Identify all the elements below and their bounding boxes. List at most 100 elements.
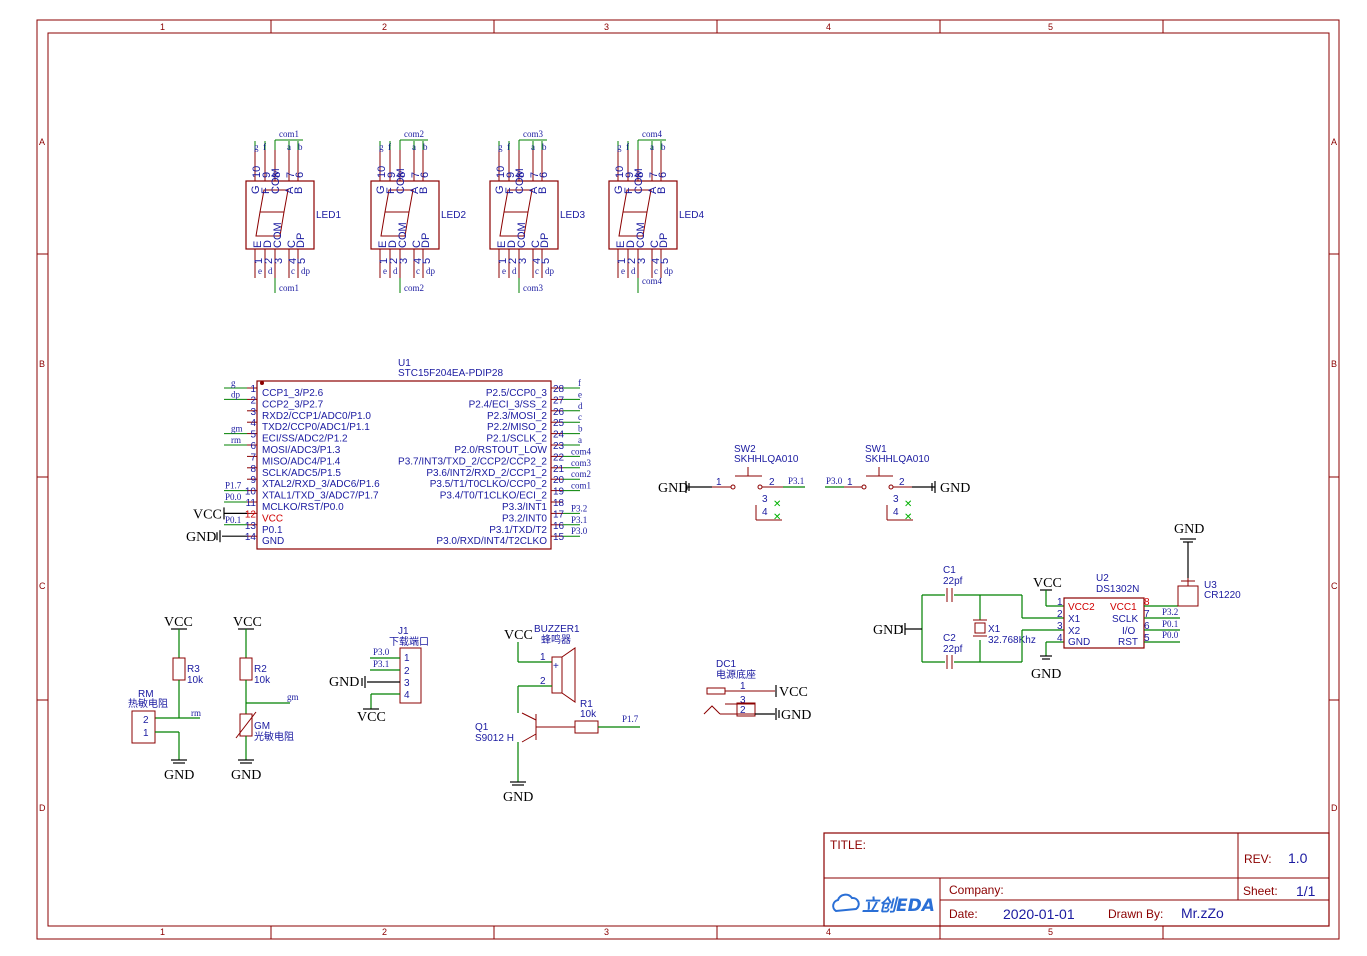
gm-value: 光敏电阻	[254, 730, 294, 743]
led-pin-number: 4	[287, 258, 299, 264]
cloud-icon	[832, 893, 860, 913]
led-pin-number: 4	[650, 258, 662, 264]
sw2-part: SKHHLQA010	[734, 454, 799, 465]
led-pin-number: 5	[659, 258, 671, 264]
mcu-pin-name: P2.3/MOSI_2	[487, 411, 547, 422]
row-label: B	[1331, 359, 1337, 369]
mcu-pin-name: P3.5/T1/T0CLKO/CCP0_2	[430, 479, 548, 490]
svg-text:RST: RST	[1118, 637, 1138, 648]
led-pin-name: F	[623, 187, 635, 194]
gm-net: gm	[287, 692, 299, 702]
svg-text:2: 2	[540, 676, 546, 687]
mcu-net: b	[578, 424, 583, 434]
vcc-label: VCC	[779, 685, 808, 700]
title-label: TITLE:	[830, 838, 866, 852]
led-pin-name: DP	[295, 233, 307, 248]
mcu-pin-name: P2.2/MISO_2	[487, 422, 547, 433]
led-net: dp	[301, 266, 311, 276]
gnd-label: GND	[940, 481, 970, 496]
led-pin-name: G	[494, 185, 506, 194]
mcu-pin-name: P3.2/INT0	[502, 513, 547, 524]
svg-text:2: 2	[899, 477, 905, 488]
gnd-label: GND	[658, 481, 688, 496]
mcu-pin-number: 6	[250, 441, 256, 452]
led-com-net: com4	[642, 129, 662, 139]
gnd-label: GND	[231, 768, 261, 783]
led-pin-number: 10	[614, 166, 626, 178]
dc-ref: DC1	[716, 659, 736, 670]
led-pin-name: COM	[395, 168, 407, 194]
svg-text:✕: ✕	[773, 512, 781, 523]
svg-text:GND: GND	[1068, 637, 1090, 648]
mcu-net: P3.0	[571, 526, 588, 536]
sw2-ref: SW2	[734, 444, 756, 455]
svg-text:3: 3	[1057, 621, 1063, 632]
led-net: f	[263, 142, 266, 152]
mcu-net: P3.1	[571, 515, 587, 525]
led-net: g	[498, 142, 503, 152]
q1-ref: Q1	[475, 722, 489, 733]
led-net: g	[254, 142, 259, 152]
c1-ref: C1	[943, 565, 956, 576]
mcu-pin-name: MISO/ADC4/P1.4	[262, 456, 341, 467]
mcu-pin-name: VCC	[262, 513, 283, 524]
vcc-label: VCC	[357, 710, 386, 725]
mcu-pin-number: 12	[245, 509, 257, 520]
svg-text:I/O: I/O	[1122, 626, 1136, 637]
led-pin-number: 8	[634, 172, 646, 178]
mcu-pin-name: P0.1	[262, 525, 283, 536]
vcc-label: VCC	[233, 615, 262, 630]
svg-text:VCC2: VCC2	[1068, 602, 1095, 613]
svg-text:3: 3	[762, 494, 768, 505]
x1-ref: X1	[988, 624, 1001, 635]
mcu-pin-name: ECI/SS/ADC2/P1.2	[262, 434, 348, 445]
mcu-pin-number: 28	[553, 384, 565, 395]
mcu-pin-name: GND	[262, 536, 284, 547]
led-pin-number: 5	[421, 258, 433, 264]
led-net: c	[535, 266, 539, 276]
drawn-by-value: Mr.zZo	[1181, 905, 1224, 921]
led-pin-name: B	[293, 187, 305, 194]
led-pin-name: COM	[397, 222, 409, 248]
date-value: 2020-01-01	[1003, 906, 1075, 922]
led-pin-name: A	[409, 186, 421, 194]
led-pin-name: F	[385, 187, 397, 194]
led-pin-name: D	[506, 240, 518, 248]
col-label: 1	[160, 22, 165, 32]
svg-text:2: 2	[143, 715, 149, 726]
mcu-pin-number: 8	[250, 464, 256, 475]
led-net: f	[388, 142, 391, 152]
led-com-net: com2	[404, 283, 424, 293]
u2-part: DS1302N	[1096, 584, 1139, 595]
mcu-pin-number: 4	[250, 418, 256, 429]
mcu-pin-number: 13	[245, 521, 257, 532]
sw1-part: SKHHLQA010	[865, 454, 930, 465]
switch-sw2: SW2 SKHHLQA010 GND 1 2 P3.1 34 ✕✕	[658, 444, 805, 523]
led-pin-number: 8	[515, 172, 527, 178]
led-pin-name: E	[377, 241, 389, 248]
led-net: a	[412, 142, 416, 152]
led-pin-name: DP	[420, 233, 432, 248]
download-port-j1: J1 下载端口 1 2 3 4 P3.0 P3.1 GND VCC	[329, 626, 429, 725]
rtc-net: P0.0	[1162, 630, 1179, 640]
led-pin-name: D	[262, 240, 274, 248]
led-pin-name: D	[625, 240, 637, 248]
mcu-pin-number: 25	[553, 418, 565, 429]
mcu-net: gm	[231, 424, 243, 434]
svg-text:X2: X2	[1068, 626, 1081, 637]
led-pin-number: 5	[540, 258, 552, 264]
svg-text:+: +	[553, 661, 559, 672]
mcu-pin-number: 15	[553, 532, 565, 543]
led-pin-name: G	[613, 185, 625, 194]
col-label: 2	[382, 22, 387, 32]
rev-value: 1.0	[1288, 850, 1308, 866]
svg-text:8: 8	[1144, 597, 1150, 608]
led-net: a	[531, 142, 535, 152]
led-ref: LED4	[679, 210, 704, 221]
mcu-pin-name: P3.3/INT1	[502, 502, 547, 513]
rtc-net: P3.2	[1162, 607, 1178, 617]
led-net: b	[542, 142, 547, 152]
